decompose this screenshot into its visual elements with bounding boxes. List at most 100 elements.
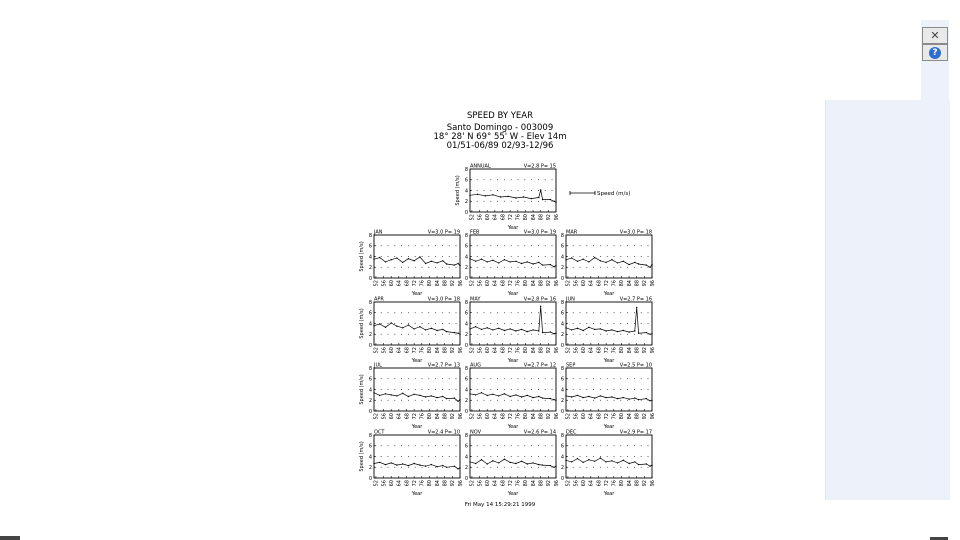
data-point [492, 259, 494, 261]
x-tick-label: 88 [539, 480, 545, 486]
y-axis-label: Speed (m/s) [359, 441, 365, 471]
y-tick-label: 6 [465, 377, 468, 383]
data-point [588, 459, 590, 461]
x-tick-label: 60 [389, 480, 395, 486]
x-tick-label: 68 [596, 347, 602, 353]
close-button[interactable]: ✕ [922, 27, 948, 44]
x-tick-label: 80 [523, 214, 529, 220]
y-tick-label: 6 [465, 311, 468, 317]
series-line [565, 257, 653, 268]
data-point [549, 464, 551, 467]
x-tick-label: 80 [523, 347, 529, 353]
panel-stats: V=2.8 P= 16 [524, 297, 556, 303]
data-point [555, 201, 557, 203]
x-tick-label: 96 [554, 480, 560, 486]
data-point [571, 257, 573, 259]
y-tick-label: 8 [465, 167, 468, 173]
data-point [532, 329, 534, 331]
data-point [541, 198, 544, 201]
data-point [582, 329, 584, 332]
data-point [594, 460, 596, 462]
x-tick-label: 84 [627, 280, 633, 286]
x-tick-label: 56 [477, 413, 483, 419]
y-tick-label: 6 [369, 444, 372, 450]
x-tick-label: 96 [458, 480, 464, 486]
data-point [373, 258, 375, 260]
data-point [402, 463, 404, 465]
y-tick-label: 8 [561, 233, 564, 239]
x-tick-label: 80 [427, 480, 433, 486]
data-point [520, 262, 523, 265]
data-point [628, 263, 630, 266]
x-tick-label: 72 [412, 480, 418, 486]
x-tick-label: 68 [500, 214, 506, 220]
data-point [532, 396, 534, 399]
y-tick-label: 8 [369, 300, 372, 306]
data-point [582, 396, 584, 399]
data-point [555, 332, 557, 334]
x-tick-label: 56 [477, 347, 483, 353]
data-point [373, 325, 375, 327]
y-tick-label: 4 [561, 454, 564, 460]
x-tick-label: 68 [500, 347, 506, 353]
y-tick-label: 2 [465, 465, 468, 471]
data-point [611, 329, 613, 331]
y-tick-label: 2 [465, 265, 468, 271]
data-point [565, 327, 567, 329]
y-tick-label: 0 [465, 210, 468, 216]
x-axis-label: Year [507, 424, 520, 430]
data-point [637, 463, 640, 466]
data-point [442, 395, 444, 398]
data-point [637, 263, 640, 265]
panel-stats: V=2.7 P= 13 [428, 363, 460, 369]
data-point [509, 395, 511, 398]
x-tick-label: 64 [397, 347, 403, 353]
data-point [436, 329, 438, 332]
data-point [424, 465, 427, 467]
x-tick-label: 76 [516, 347, 522, 353]
data-point [526, 463, 528, 465]
x-tick-label: 96 [458, 347, 464, 353]
footer-timestamp: Fri May 14 15:29:21 1999 [465, 502, 536, 508]
data-point [503, 259, 506, 261]
x-tick-label: 80 [523, 413, 529, 419]
data-point [555, 465, 557, 467]
panel-frame [565, 301, 653, 346]
x-tick-label: 92 [546, 413, 552, 419]
data-point [486, 394, 488, 397]
data-point [457, 262, 459, 265]
data-point [507, 195, 509, 198]
panel-stats: V=2.4 P= 10 [428, 430, 460, 436]
data-point [565, 259, 567, 261]
x-tick-label: 52 [374, 347, 380, 353]
data-point [480, 392, 483, 394]
data-point [549, 263, 551, 266]
data-point [576, 260, 579, 262]
x-tick-label: 96 [458, 413, 464, 419]
panel-frame [565, 434, 653, 479]
data-point [379, 394, 381, 397]
y-tick-label: 6 [465, 178, 468, 184]
y-tick-label: 8 [369, 433, 372, 439]
series-line [469, 306, 557, 335]
data-point [419, 394, 421, 397]
data-point [588, 395, 590, 398]
x-tick-label: 52 [470, 413, 476, 419]
x-tick-label: 88 [443, 347, 449, 353]
x-tick-label: 92 [546, 214, 552, 220]
x-tick-label: 88 [443, 413, 449, 419]
y-tick-label: 6 [561, 244, 564, 250]
data-point [634, 397, 636, 399]
data-point [588, 326, 590, 328]
data-point [390, 394, 392, 396]
data-point [616, 397, 619, 400]
panel-label: MAR [566, 230, 578, 236]
data-point [419, 326, 421, 328]
data-point [402, 261, 404, 264]
x-tick-label: 56 [381, 480, 387, 486]
help-button[interactable]: ? [922, 44, 948, 61]
data-point [651, 464, 653, 466]
